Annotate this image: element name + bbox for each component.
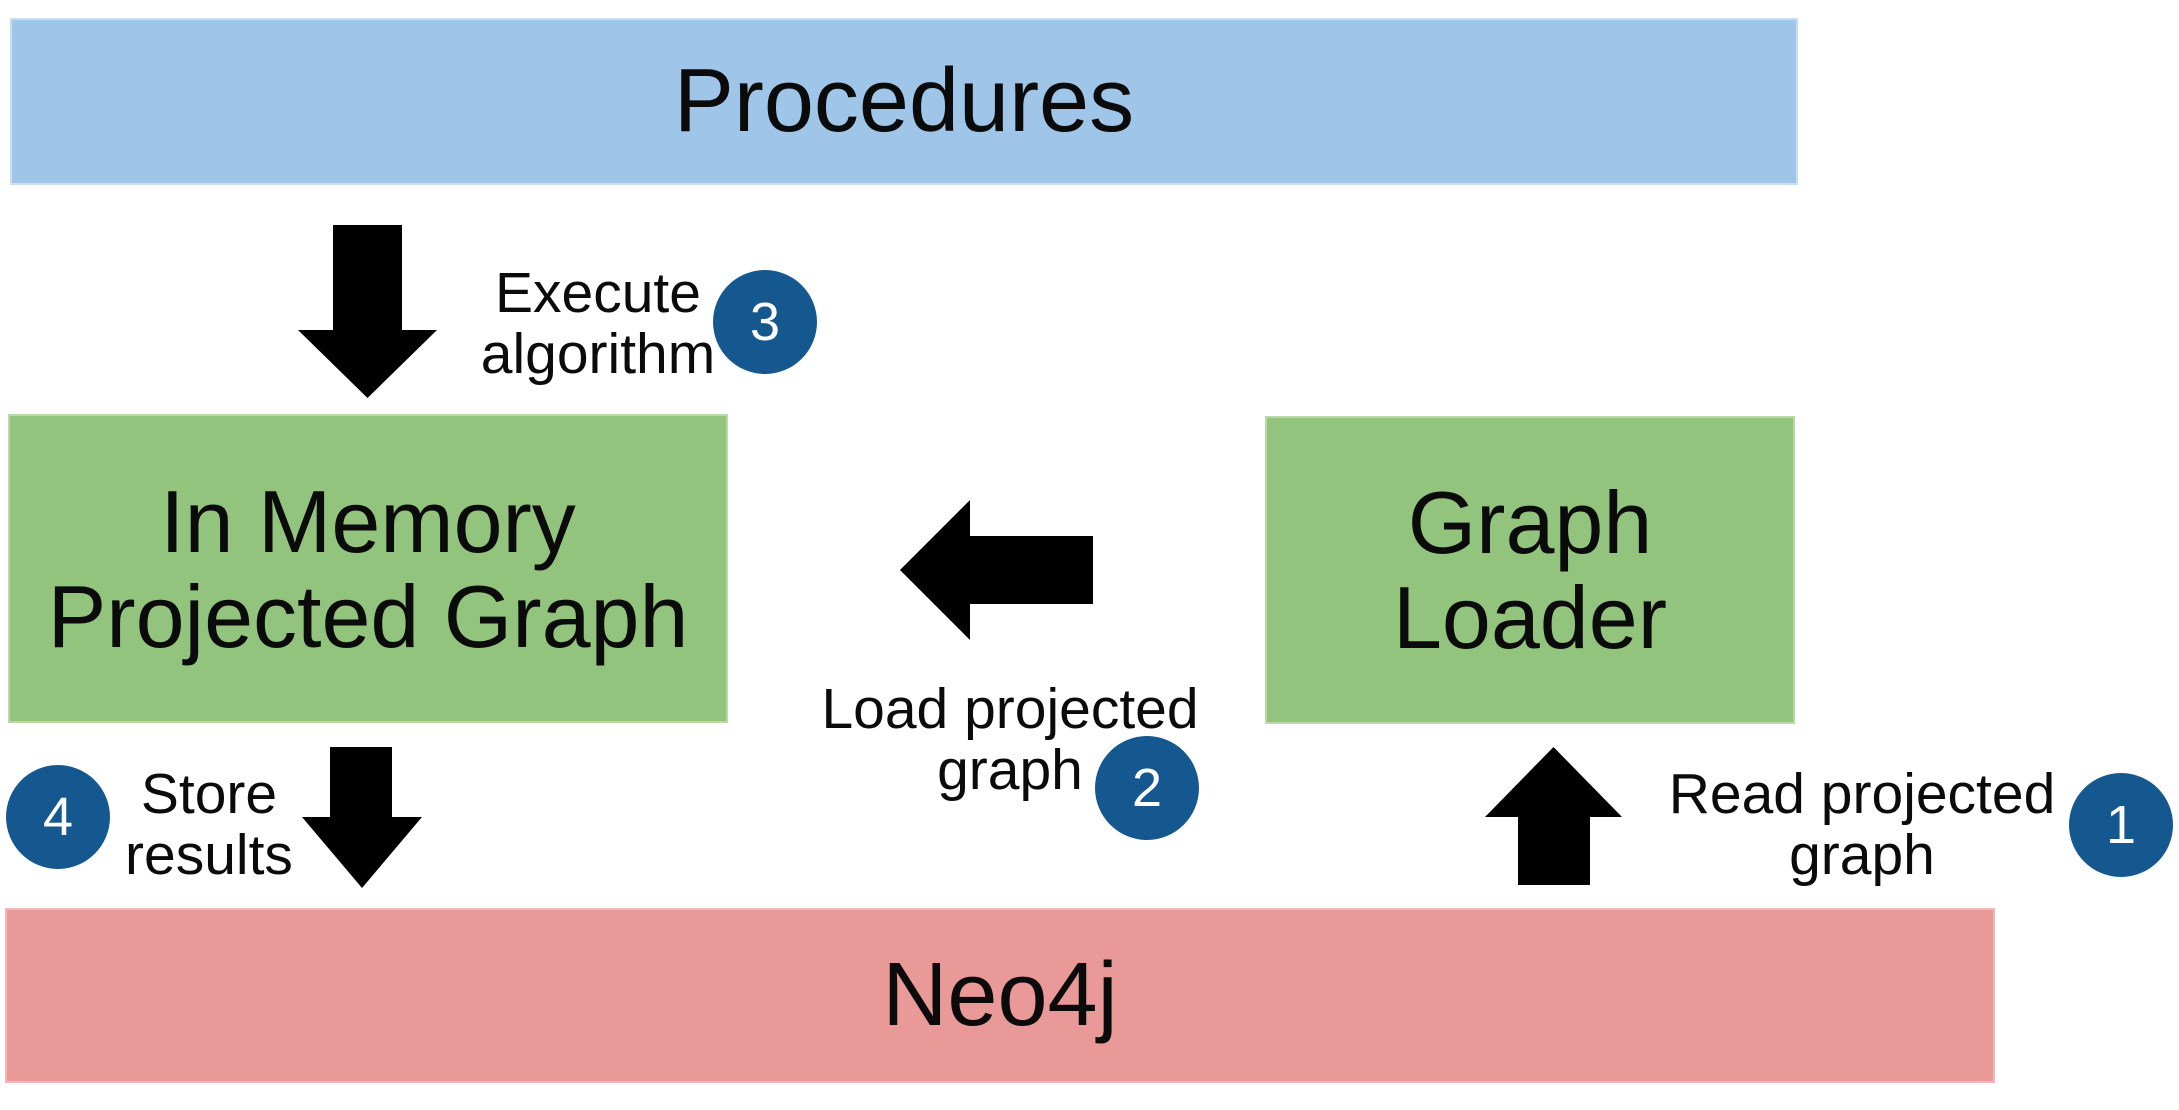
store-results-line2: results [125,823,293,887]
step-badge-4-number: 4 [42,787,74,847]
store-results-label: Store results [89,764,329,886]
read-projected-line2: graph [1789,823,1935,887]
graph-loader-label-line2: Loader [1392,568,1667,667]
procedures-label: Procedures [673,51,1135,151]
arrow-down-execute-icon [298,225,437,398]
read-projected-line1: Read projected [1668,762,2056,826]
step-badge-3-number: 3 [749,292,781,352]
load-projected-line1: Load projected [821,677,1199,741]
execute-algorithm-line1: Execute [495,261,701,325]
step-badge-1: 1 [2069,773,2173,877]
step-badge-1-number: 1 [2105,795,2137,855]
execute-algorithm-line2: algorithm [480,322,716,386]
arrow-down-store-icon [302,747,422,888]
procedures-box: Procedures [10,18,1798,185]
step-badge-2: 2 [1095,736,1199,840]
step-badge-4: 4 [6,765,110,869]
step-badge-3: 3 [713,270,817,374]
step-badge-2-number: 2 [1131,758,1163,818]
graph-loader-label-line1: Graph [1407,473,1653,572]
arrow-left-load-icon [900,500,1093,640]
store-results-line1: Store [140,762,278,826]
graph-loader-box: Graph Loader [1265,416,1795,724]
load-projected-line2: graph [937,738,1083,802]
neo4j-label: Neo4j [882,945,1118,1045]
in-memory-label-line2: Projected Graph [47,566,689,666]
neo4j-box: Neo4j [5,908,1995,1083]
read-projected-graph-label: Read projected graph [1642,764,2082,886]
in-memory-projected-graph-box: In Memory Projected Graph [8,414,728,723]
arrow-up-read-icon [1485,747,1622,885]
in-memory-label-line1: In Memory [160,471,576,571]
load-projected-graph-label: Load projected graph [790,679,1230,801]
execute-algorithm-label: Execute algorithm [428,263,768,385]
